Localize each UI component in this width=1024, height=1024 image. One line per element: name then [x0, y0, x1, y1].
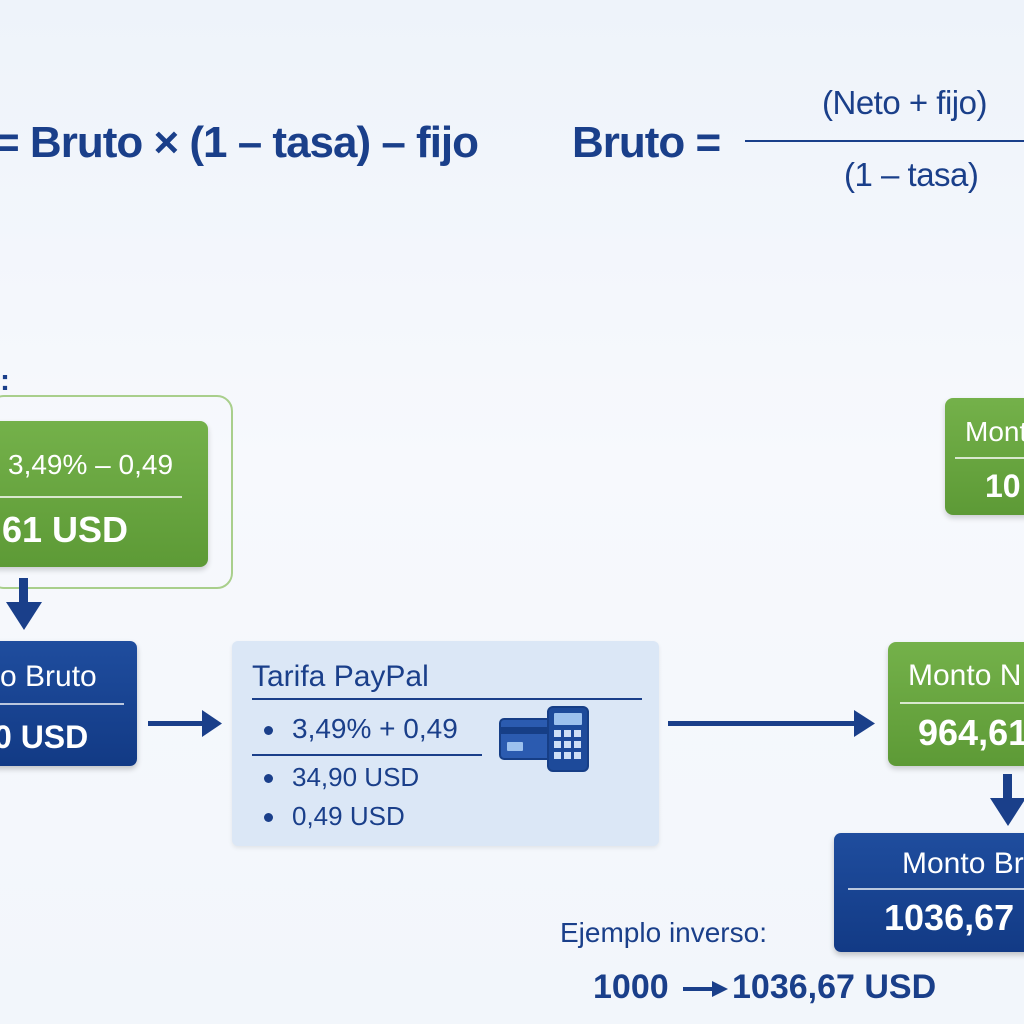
monto-bruto-right-box: Monto Br 1036,67 [834, 833, 1024, 952]
arrow-right-1-icon [148, 710, 222, 737]
monto-neto-top-right-box: Mont 10 [945, 398, 1024, 515]
example-outline [0, 395, 233, 589]
monto-neto-right-title: Monto N [908, 659, 1022, 692]
monto-neto-right-value: 964,61 [918, 712, 1024, 753]
gross-formula-numerator: (Neto + fijo) [822, 84, 987, 121]
arrow-right-2-icon [668, 710, 875, 737]
gross-formula-denominator: (1 – tasa) [844, 156, 979, 193]
tarifa-item-1: 3,49% + 0,49 [292, 713, 458, 744]
tarifa-divider-mid [252, 754, 482, 756]
monto-neto-top-right-title: Mont [965, 416, 1024, 447]
example-label: : [0, 364, 10, 397]
example-result: ,61 USD [0, 509, 129, 550]
monto-neto-right-box: Monto N 964,61 [888, 642, 1024, 766]
monto-bruto-right-value: 1036,67 [884, 897, 1015, 938]
monto-neto-top-right-divider [955, 457, 1024, 459]
bullet-2 [264, 774, 273, 783]
inverse-example-from: 1000 [593, 968, 669, 1006]
monto-bruto-left-value: 0 USD [0, 719, 89, 755]
bullet-3 [264, 813, 273, 822]
inverse-example-label: Ejemplo inverso: [560, 917, 767, 948]
example-fee-line: 3,49% – 0,49 [8, 449, 174, 480]
gross-formula-lhs: Bruto = [572, 118, 721, 167]
tarifa-paypal-box: Tarifa PayPal 3,49% + 0,49 34,90 USD 0,4… [232, 641, 659, 846]
inverse-example-to: 1036,67 USD [732, 968, 937, 1006]
tarifa-item-2: 34,90 USD [292, 762, 420, 792]
tarifa-divider-top [252, 698, 642, 700]
monto-bruto-right-divider [848, 888, 1024, 890]
fraction-line [745, 140, 1024, 142]
tarifa-title: Tarifa PayPal [252, 660, 429, 693]
arrow-down-left-icon [6, 578, 42, 630]
arrow-down-right-icon [990, 774, 1024, 826]
bullet-1 [264, 726, 273, 735]
monto-neto-right-divider [900, 702, 1024, 704]
example-divider [0, 496, 182, 498]
monto-neto-top-right-value: 10 [985, 468, 1021, 504]
monto-bruto-left-divider [0, 703, 124, 705]
monto-bruto-left-title: o Bruto [0, 660, 97, 693]
monto-bruto-right-title: Monto Br [902, 847, 1024, 880]
card-calculator-icon [499, 706, 589, 772]
inverse-arrow-icon [683, 981, 728, 997]
tarifa-item-3: 0,49 USD [292, 801, 405, 831]
monto-bruto-left-box: o Bruto 0 USD [0, 641, 137, 766]
example-box: 3,49% – 0,49 ,61 USD [0, 421, 208, 567]
net-formula: = Bruto × (1 – tasa) – fijo [0, 118, 479, 167]
